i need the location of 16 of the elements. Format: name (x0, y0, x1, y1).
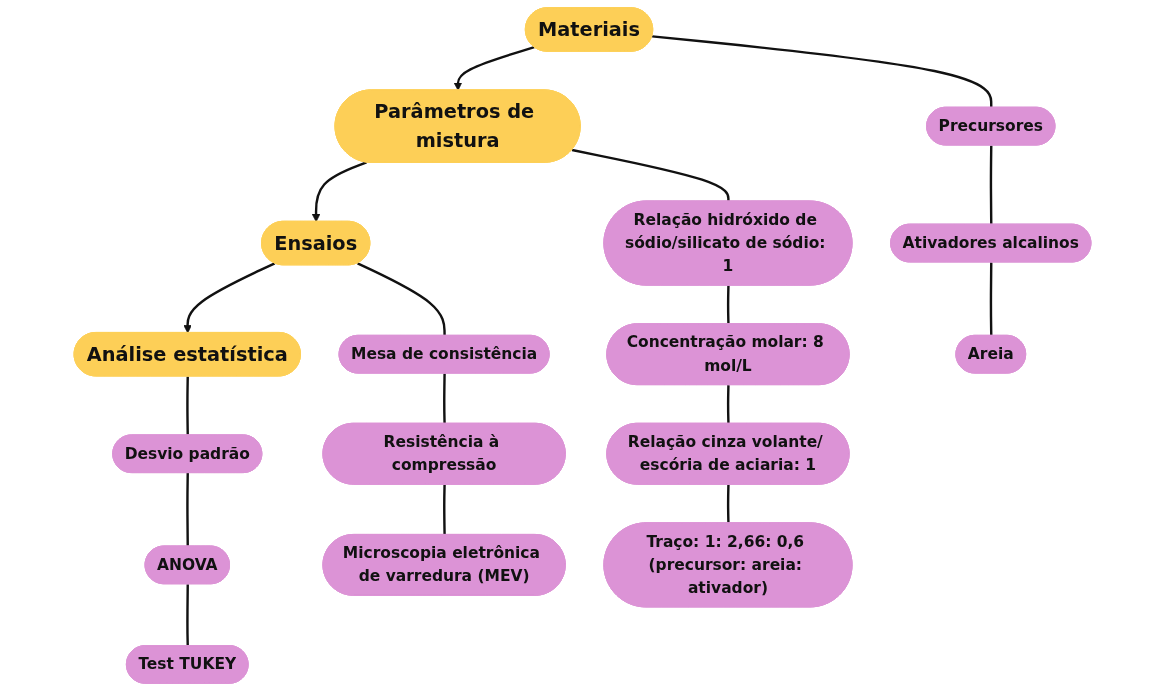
connector (186, 376, 189, 436)
connector (652, 35, 993, 108)
connector (443, 484, 446, 535)
connector (989, 262, 993, 336)
arrow (183, 262, 276, 334)
arrow (453, 46, 535, 91)
arrow (311, 161, 367, 223)
connector (186, 473, 189, 547)
connector (989, 145, 993, 225)
connector (726, 484, 730, 524)
connector (357, 262, 446, 336)
connector (571, 148, 730, 202)
connector (186, 584, 189, 647)
connector (726, 385, 730, 424)
connector (726, 285, 730, 325)
connector (443, 373, 446, 424)
